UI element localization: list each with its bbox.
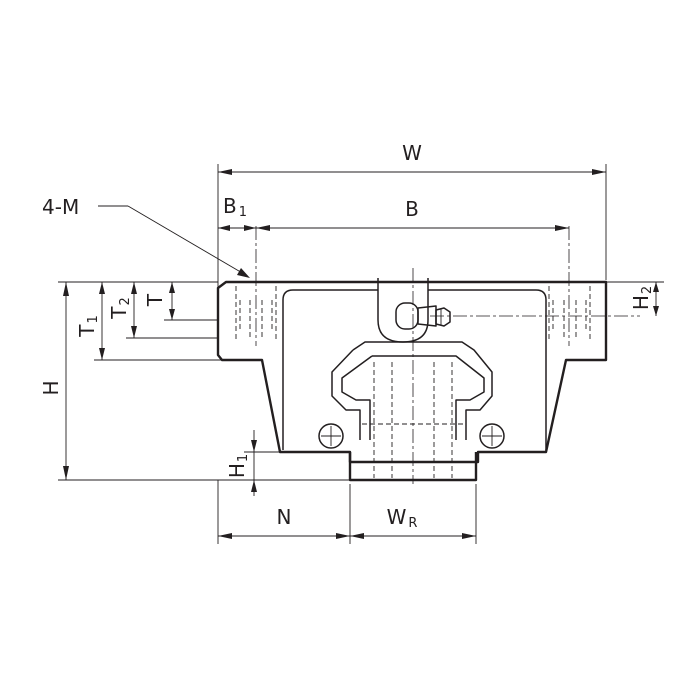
dimension-h2	[606, 281, 664, 316]
label-t1: T1	[75, 315, 101, 338]
grease-nipple	[395, 302, 451, 330]
label-t2-sub: 2	[118, 297, 133, 305]
label-t2: T2	[107, 297, 133, 320]
label-h2: H2	[629, 286, 655, 310]
label-t: T	[143, 293, 167, 307]
leader-4m	[98, 205, 250, 278]
dimension-t	[164, 282, 218, 321]
label-4m: 4-M	[42, 195, 79, 219]
dimension-t2	[126, 282, 218, 339]
label-b1-sub: 1	[239, 205, 247, 220]
ball-right	[479, 423, 505, 449]
dimension-t1	[94, 282, 222, 361]
label-n: N	[277, 505, 292, 529]
guide-rail	[331, 341, 493, 482]
dimension-b	[256, 225, 569, 231]
label-w: W	[402, 141, 422, 165]
dimension-n	[217, 480, 351, 544]
label-h1-sub: 1	[236, 454, 251, 462]
dimension-wr	[350, 484, 477, 544]
ball-left	[318, 423, 344, 449]
dimension-b1	[218, 225, 256, 231]
dimension-w	[217, 164, 607, 288]
dimension-h	[58, 281, 350, 481]
mounting-hole-left	[235, 286, 277, 340]
label-t1-sub: 1	[86, 315, 101, 323]
label-wr-sub: R	[408, 516, 417, 531]
label-h1: H1	[225, 454, 251, 478]
label-h: H	[39, 380, 63, 395]
label-h2-sub: 2	[640, 286, 655, 294]
label-b: B	[405, 197, 419, 221]
dimension-h1	[244, 430, 350, 496]
center-lines	[255, 226, 640, 484]
mounting-hole-right	[548, 286, 591, 340]
